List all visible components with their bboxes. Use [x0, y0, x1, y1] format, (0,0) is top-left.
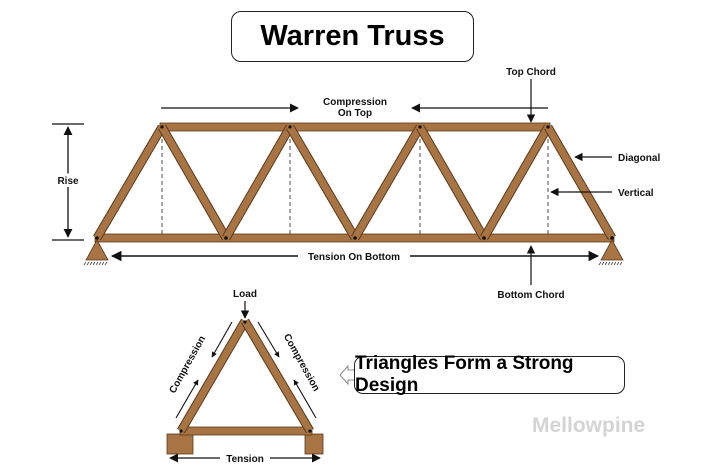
tagline-box: Triangles Form a Strong Design	[354, 353, 625, 396]
triangle-right-member	[241, 318, 314, 434]
ground-hatch	[598, 261, 623, 266]
joint-pin	[418, 125, 422, 129]
diagonal	[351, 124, 424, 241]
tension-on-bottom-label: Tension On Bottom	[308, 252, 400, 263]
compression-on-top-line1: Compression	[323, 97, 387, 108]
support-triangle	[85, 239, 109, 261]
rise-dimension: Rise Rise	[52, 123, 84, 241]
title-box: Warren Truss	[231, 11, 474, 62]
diagonal	[480, 124, 552, 241]
joint-pin	[160, 125, 164, 129]
joint-pin	[243, 320, 247, 324]
joint-pin	[308, 429, 312, 433]
bottom-chord-label: Bottom Chord	[497, 290, 564, 301]
compression-on-top: Compression On Top	[161, 97, 548, 119]
top-chord	[159, 122, 551, 132]
joint-pin	[95, 236, 99, 240]
tagline: Triangles Form a Strong Design	[355, 353, 574, 396]
triangle-left-member	[177, 318, 249, 434]
support-block-left	[166, 433, 194, 455]
right-support	[598, 239, 624, 266]
diagonal-callout: Diagonal	[574, 152, 660, 164]
vertical-label: Vertical	[618, 188, 654, 199]
support-triangle	[600, 239, 624, 261]
diagonal-label: Diagonal	[618, 153, 660, 164]
rise-label-bg: Rise	[57, 176, 79, 187]
tension-label: Tension	[226, 454, 264, 465]
vertical-members	[161, 132, 549, 234]
triangle-detail: Load Compression Compression Tension	[166, 289, 324, 465]
diagonal	[416, 124, 488, 241]
joint-pin	[224, 236, 228, 240]
ground-hatch	[83, 261, 108, 266]
diagonal	[93, 124, 166, 241]
load-label: Load	[233, 289, 257, 300]
support-block-right	[304, 433, 324, 455]
joint-pin	[546, 125, 550, 129]
diagram-title: Warren Truss	[260, 20, 445, 52]
triangle-bottom-member	[179, 426, 313, 436]
joint-pin	[179, 429, 183, 433]
compression-arrow-down-left	[211, 321, 233, 358]
compression-arrow-up-left	[175, 379, 199, 419]
joint-pin	[353, 236, 357, 240]
vertical-callout: Vertical	[550, 187, 654, 199]
truss-joints	[95, 125, 614, 240]
tension-on-bottom: Tension On Bottom	[110, 250, 600, 263]
watermark: Mellowpine	[532, 414, 646, 437]
compression-arrow-up-right	[293, 379, 317, 419]
compression-arrow-down-right	[257, 321, 280, 358]
joint-pin	[610, 236, 614, 240]
compression-on-top-line2: On Top	[338, 108, 372, 119]
joint-pin	[288, 125, 292, 129]
diagonal	[286, 124, 359, 241]
top-chord-label: Top Chord	[506, 67, 556, 78]
diagonal	[222, 124, 294, 241]
bottom-chord-callout: Bottom Chord	[497, 245, 565, 301]
truss-diagonals	[93, 124, 616, 241]
rise-label: Rise	[57, 176, 79, 187]
left-support	[83, 239, 109, 266]
joint-pin	[482, 236, 486, 240]
diagonal	[544, 124, 616, 241]
top-chord-callout: Top Chord	[506, 67, 556, 123]
diagonal	[158, 124, 230, 241]
hollow-arrow-icon	[339, 364, 354, 386]
